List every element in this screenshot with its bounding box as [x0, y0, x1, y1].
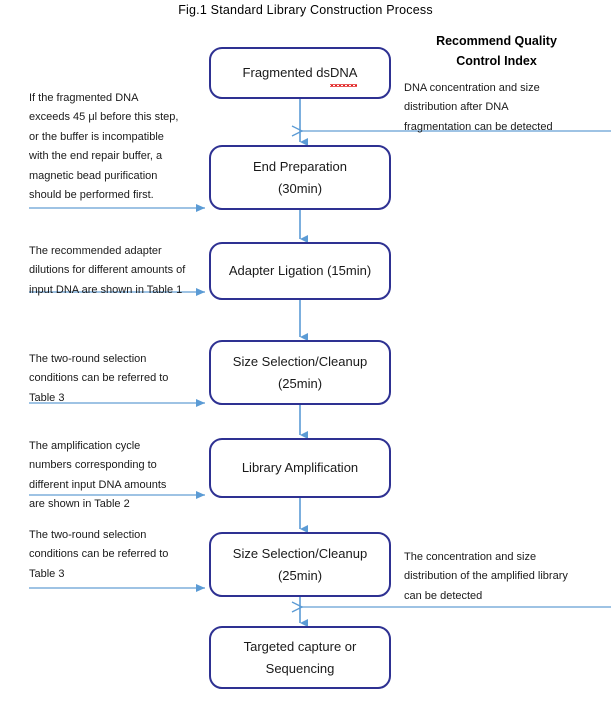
annotation-note-left-2: The recommended adapter dilutions for di… [29, 245, 186, 296]
node-label-line-1: Library Amplification [241, 460, 359, 475]
node-label-line-1: End Preparation [253, 158, 347, 174]
rq-heading-line-2: Control Index [456, 54, 537, 68]
annotation-note-right-1: DNA concentration and size distribution … [404, 82, 553, 133]
node-label-line-2: Sequencing [265, 660, 335, 676]
process-node-end-preparation[interactable]: End Preparation (30min) [209, 145, 391, 210]
node-label-line-2: (30min) [277, 180, 323, 196]
figure-title: Fig.1 Standard Library Construction Proc… [178, 3, 433, 17]
process-node-size-selection-cleanup-1[interactable]: Size Selection/Cleanup (25min) [209, 340, 391, 405]
node-label-line-1: Fragmented dsDNA [243, 62, 358, 87]
process-node-adapter-ligation[interactable]: Adapter Ligation (15min) [209, 242, 391, 300]
node-label-line-2: (25min) [277, 567, 323, 583]
rq-heading-line-1: Recommend Quality [436, 34, 557, 48]
annotation-note-left-4: The amplification cycle numbers correspo… [29, 440, 167, 511]
process-node-fragmented-dsdna[interactable]: Fragmented dsDNA [209, 47, 391, 99]
node-label-line-1: Size Selection/Cleanup [232, 545, 368, 561]
node-label-line-1: Size Selection/Cleanup [232, 353, 368, 369]
annotation-note-right-2: The concentration and size distribution … [404, 551, 568, 602]
spellcheck-squiggle: DNA [329, 62, 358, 87]
node-label-line-1: Targeted capture or [243, 638, 357, 654]
node-label-line-1: Adapter Ligation (15min) [228, 263, 372, 278]
annotation-note-left-5: The two-round selection conditions can b… [29, 529, 169, 580]
process-node-targeted-capture-or-sequencing[interactable]: Targeted capture or Sequencing [209, 626, 391, 689]
annotation-note-left-1: If the fragmented DNA exceeds 45 μl befo… [29, 92, 179, 202]
process-node-library-amplification[interactable]: Library Amplification [209, 438, 391, 498]
process-node-size-selection-cleanup-2[interactable]: Size Selection/Cleanup (25min) [209, 532, 391, 597]
node-label-line-2: (25min) [277, 375, 323, 391]
annotation-note-left-3: The two-round selection conditions can b… [29, 353, 169, 404]
recommend-quality-control-index-heading: Recommend Quality Control Index [404, 31, 589, 71]
